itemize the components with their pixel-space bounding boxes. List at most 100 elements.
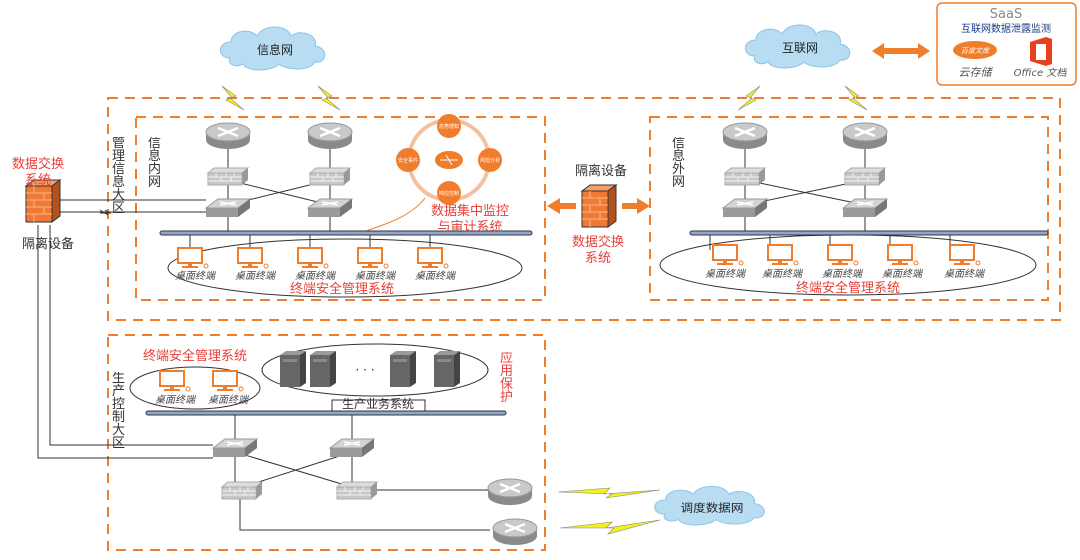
server-icon	[434, 351, 460, 387]
monitor-system: 态势感知 风险分析 响应控制 安全事件 数据集中监控 与审计系统	[396, 114, 509, 235]
production-business-system: 生产业务系统	[342, 396, 414, 411]
business-server-group	[261, 343, 489, 397]
saas-subtitle: 互联网数据泄露监测	[961, 22, 1051, 35]
cloud-info-net: 信息网	[219, 26, 326, 71]
office-icon	[1030, 37, 1052, 66]
outer-net-label: 信息外网	[672, 137, 686, 190]
router-icon	[841, 121, 889, 151]
cloud-storage-label: 云存储	[959, 66, 994, 79]
left-exchange-title-1: 数据交换	[12, 156, 64, 172]
monitor-node: 态势感知	[439, 123, 459, 130]
production-zone-label: 生产控制大区	[112, 372, 126, 451]
production-zone-box	[107, 334, 546, 551]
outer-terminal-group	[659, 234, 1037, 296]
desktop-terminal-icon	[212, 370, 244, 392]
inner-net-box	[135, 116, 546, 301]
monitor-title-1: 数据集中监控	[431, 203, 509, 219]
isolation-device-icon	[581, 184, 617, 228]
firewall-icon	[207, 167, 249, 186]
arrow-left-icon	[547, 198, 576, 214]
outer-terminal-mgmt-system: 终端安全管理系统	[796, 280, 900, 296]
inner-net-label: 信息内网	[148, 137, 162, 190]
terminal-label: 桌面终端	[944, 268, 986, 280]
cloud-label: 信息网	[257, 42, 293, 57]
desktop-terminal-icon	[887, 244, 919, 266]
firewall-icon	[336, 481, 378, 500]
switch-icon	[205, 198, 251, 218]
middle-exchange-title-1: 数据交换	[572, 234, 624, 250]
server-ellipsis: · · ·	[355, 363, 374, 377]
monitor-node: 风险分析	[480, 157, 500, 164]
desktop-terminal-icon	[767, 244, 799, 266]
firewall-icon	[844, 167, 886, 186]
monitor-node: 安全事件	[398, 157, 418, 164]
lightning-icon	[557, 487, 661, 499]
terminal-label: 桌面终端	[295, 270, 337, 282]
double-arrow-icon	[872, 43, 930, 59]
router-icon	[491, 517, 539, 547]
desktop-terminal-icon	[949, 244, 981, 266]
switch-icon	[329, 438, 375, 458]
connection-lines	[37, 140, 951, 531]
saas-panel: SaaS 互联网数据泄露监测 百度文库 云存储 Office 文档	[936, 2, 1077, 86]
desktop-terminal-icon	[237, 247, 269, 269]
server-icon	[390, 351, 416, 387]
cloud-label: 调度数据网	[681, 501, 744, 514]
production-terminal-system: 终端安全管理系统	[143, 348, 247, 364]
terminal-label: 桌面终端	[415, 270, 457, 282]
terminal-label: 桌面终端	[705, 268, 747, 280]
middle-exchange-title-2: 系统	[585, 251, 611, 266]
terminal-label: 桌面终端	[882, 268, 924, 280]
inner-net-bus	[159, 230, 533, 236]
desktop-terminal-icon	[712, 244, 744, 266]
app-protection-label: 应用保护	[500, 352, 514, 405]
switch-icon	[722, 198, 768, 218]
terminal-label: 桌面终端	[235, 270, 277, 282]
router-icon	[306, 121, 354, 151]
terminal-label: 桌面终端	[155, 394, 197, 406]
switch-icon	[212, 438, 258, 458]
mgmt-zone-box	[107, 97, 1061, 321]
router-icon	[204, 121, 252, 151]
middle-isolation-label: 隔离设备	[575, 163, 627, 179]
terminal-label: 桌面终端	[175, 270, 217, 282]
terminal-label: 桌面终端	[208, 394, 250, 406]
desktop-terminal-icon	[827, 244, 859, 266]
router-icon	[721, 121, 769, 151]
inner-terminal-mgmt-system: 终端安全管理系统	[290, 281, 394, 297]
saas-title: SaaS	[990, 7, 1022, 22]
firewall-icon	[309, 167, 351, 186]
desktop-terminal-icon	[159, 370, 191, 392]
left-exchange-title-2: 系统	[25, 173, 51, 188]
desktop-terminal-icon	[297, 247, 329, 269]
firewall-icon	[221, 481, 263, 500]
brain-icon	[435, 151, 463, 169]
monitor-link-arrow	[359, 197, 426, 234]
server-icon	[280, 351, 306, 387]
cloud-internet: 互联网	[744, 24, 851, 69]
baidu-cloud-icon	[953, 41, 997, 59]
office-docs-label: Office 文档	[1014, 67, 1069, 79]
firewall-icon	[724, 167, 766, 186]
production-bus	[145, 410, 507, 416]
terminal-label: 桌面终端	[355, 270, 397, 282]
router-icon	[486, 477, 534, 507]
terminal-label: 桌面终端	[762, 268, 804, 280]
cloud-dispatch-net: 调度数据网	[654, 485, 765, 526]
cloud-label: 互联网	[782, 41, 818, 55]
production-terminal-group	[129, 366, 261, 410]
monitor-node: 响应控制	[439, 190, 459, 197]
outer-terminals: 桌面终端 桌面终端 桌面终端 桌面终端 桌面终端	[705, 244, 986, 280]
desktop-terminal-icon	[357, 247, 389, 269]
server-icon	[310, 351, 336, 387]
lightning-icon	[559, 519, 661, 535]
terminal-label: 桌面终端	[822, 268, 864, 280]
left-isolation-label: 隔离设备	[22, 236, 74, 252]
baidu-logo-text: 百度文库	[961, 47, 990, 55]
inner-terminals: 桌面终端 桌面终端 桌面终端 桌面终端 桌面终端	[175, 247, 457, 282]
outer-net-bus	[689, 230, 1049, 236]
mgmt-zone-label: 管理信息大区	[112, 137, 126, 216]
monitor-title-2: 与审计系统	[437, 220, 502, 235]
inner-terminal-group	[167, 238, 523, 298]
